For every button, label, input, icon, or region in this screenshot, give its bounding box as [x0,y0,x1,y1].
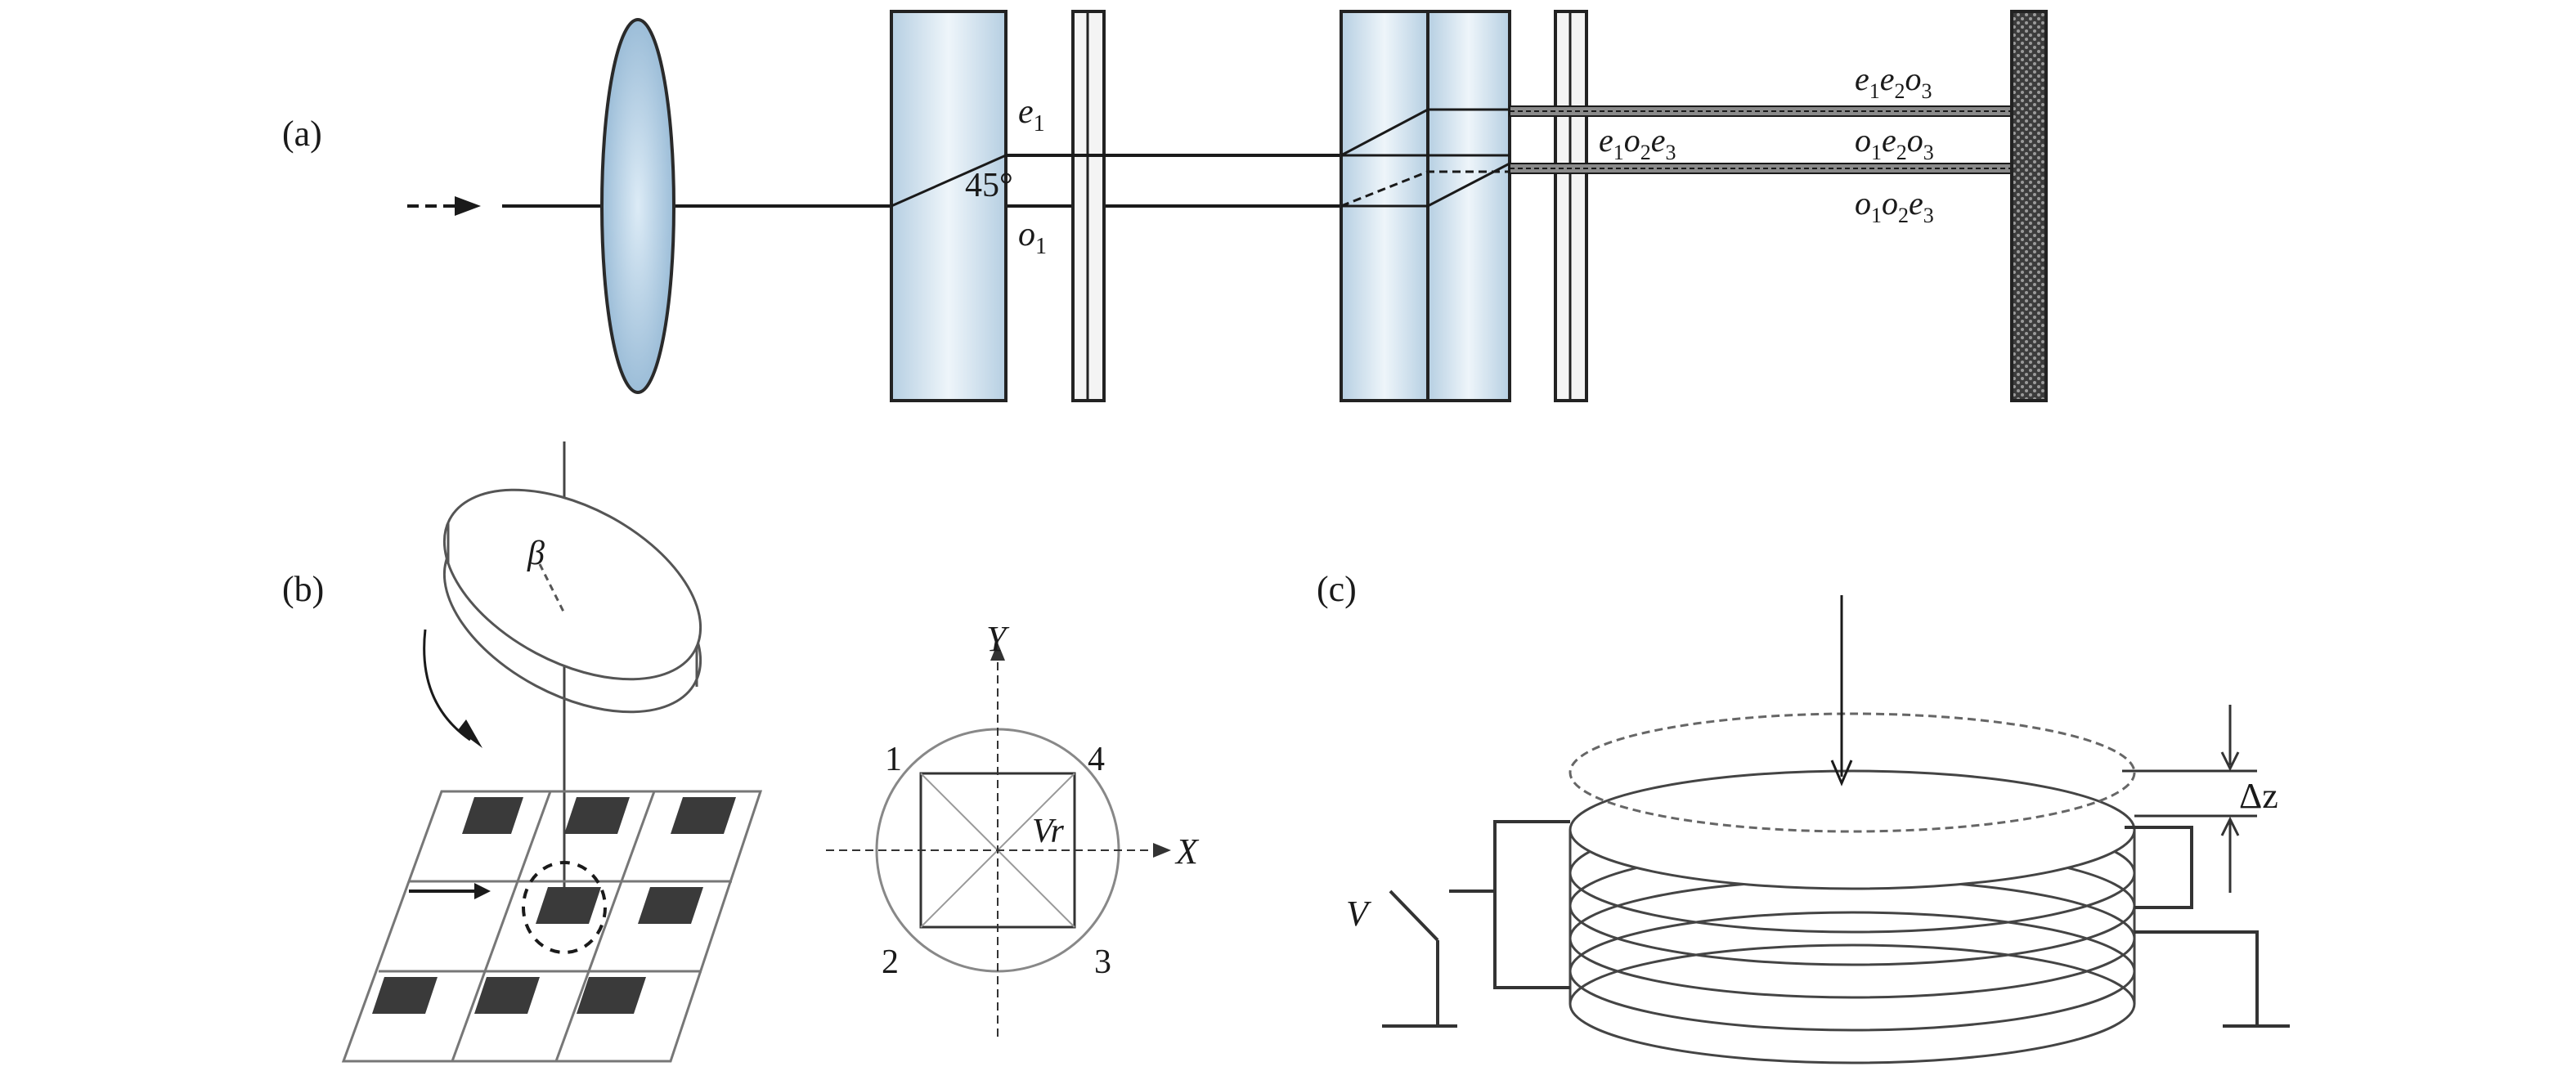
center-label: Vr [1032,813,1065,850]
disc-normal [538,563,566,614]
panel-b-tag: (b) [282,569,324,609]
left-circuit [1382,820,1570,1028]
angle-label: 45° [965,167,1013,204]
y-axis-label: Y [986,619,1010,659]
grid-dark-cells [372,797,736,1014]
panel-a-tag: (a) [282,114,322,154]
beta-label: β [527,535,545,572]
corner-1: 1 [885,741,902,778]
rotating-disc [442,488,702,714]
incoming-light-arrow [407,196,481,216]
waveplate-1 [1071,10,1106,402]
top-coil-dashed [1568,712,2136,833]
voltage-label: V [1346,894,1372,934]
x-axis [826,843,1171,858]
corner-4: 4 [1088,741,1105,778]
y-axis [990,643,1005,1037]
e1-walkoff [891,154,1007,208]
output-beams [1509,105,2013,174]
out-label-3: o1o2e3 [1855,185,1934,227]
out-label-2: o1e2o3 [1855,122,1934,164]
waveplate-2 [1554,10,1588,402]
e1-label: e1 [1018,93,1045,137]
detector-screen [2010,10,2048,402]
o1-label: o1 [1018,216,1047,259]
rotation-arrow [423,629,482,748]
scan-circle [522,861,607,954]
incident-arrow [1830,595,1853,786]
out-label-1: e1e2o3 [1855,60,1932,103]
lens [600,18,675,394]
scan-arrow [409,883,491,899]
panel-b: (b) β [282,441,1200,1063]
x-axis-label: X [1174,831,1200,872]
mid-beam-label: e1o2e3 [1599,122,1676,164]
crystal-1 [890,10,1008,402]
crystal-pair-walkoff [1340,108,1510,208]
delta-z-indicator [2122,705,2257,893]
panel-c-tag: (c) [1317,569,1357,609]
coil-stack [1568,769,2136,1064]
corner-2: 2 [882,943,899,981]
sample-grid [341,790,763,1063]
panel-a: (a) 45° e1 o1 [282,10,2048,402]
crystal-3 [1426,10,1511,402]
corner-3: 3 [1094,943,1111,981]
panel-c: (c) V [1317,569,2290,1064]
delta-z-label: Δz [2239,776,2278,816]
right-circuit [2125,826,2290,1028]
